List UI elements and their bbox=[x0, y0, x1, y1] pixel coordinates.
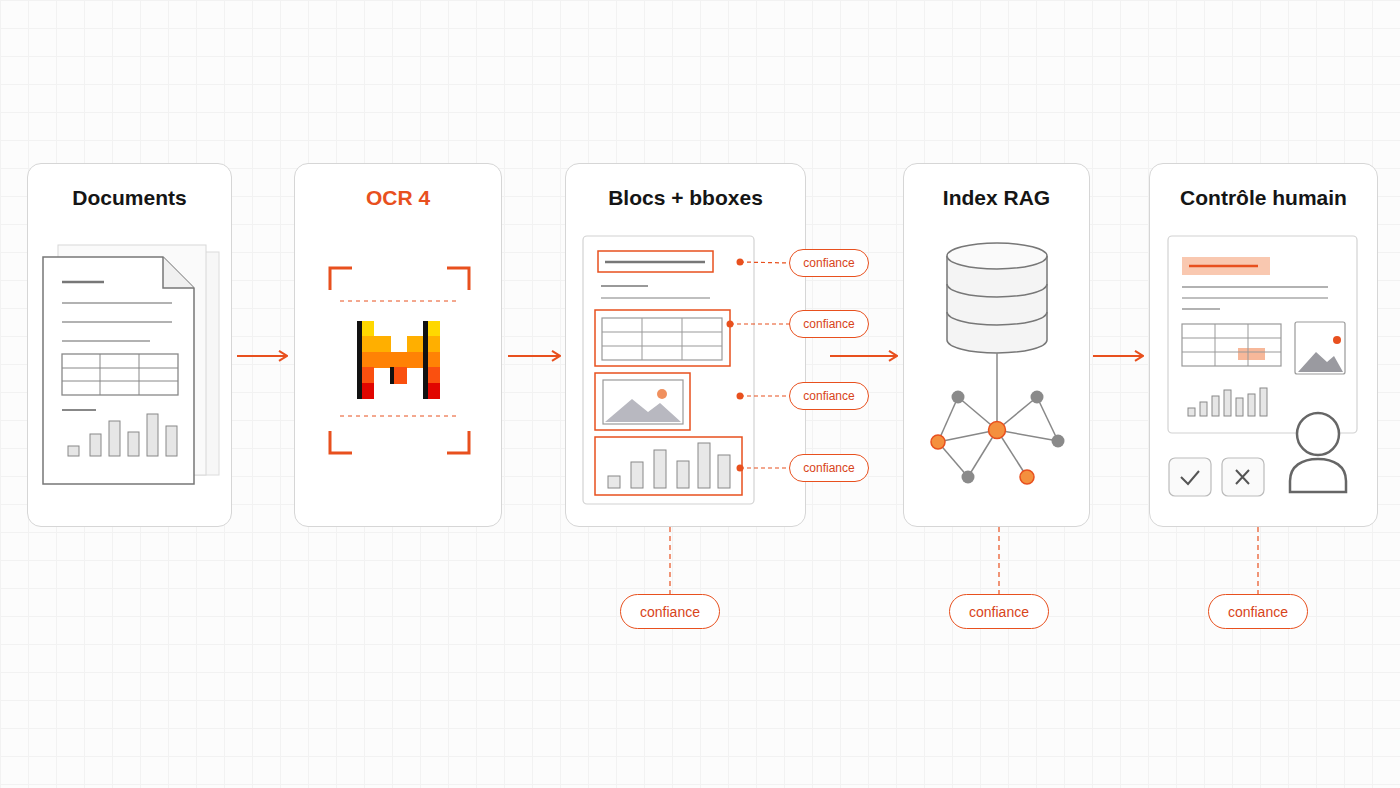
tag-label: confiance bbox=[969, 604, 1029, 620]
flow-arrow bbox=[237, 355, 287, 357]
stage-panel: Blocs + bboxes bbox=[565, 163, 806, 527]
confidence-tag: confiance bbox=[949, 594, 1049, 629]
dashed-connector bbox=[669, 527, 670, 594]
tag-label: confiance bbox=[1228, 604, 1288, 620]
confidence-tag: confiance bbox=[789, 454, 869, 482]
stage-panel: Contrôle humain bbox=[1149, 163, 1378, 527]
flow-arrow bbox=[830, 355, 897, 357]
confidence-tag: confiance bbox=[789, 382, 869, 410]
confidence-tag: confiance bbox=[620, 594, 720, 629]
flow-arrow bbox=[1093, 355, 1143, 357]
panel-title: Blocs + bboxes bbox=[566, 186, 805, 210]
tag-label: confiance bbox=[803, 317, 854, 331]
stage-panel: Index RAG bbox=[903, 163, 1090, 527]
panel-title: Contrôle humain bbox=[1150, 186, 1377, 210]
tag-label: confiance bbox=[803, 461, 854, 475]
dashed-connector bbox=[998, 527, 999, 594]
panel-title: OCR 4 bbox=[295, 186, 501, 210]
confidence-tag: confiance bbox=[789, 249, 869, 277]
dashed-connector bbox=[1257, 527, 1258, 594]
tag-label: confiance bbox=[803, 256, 854, 270]
confidence-tag: confiance bbox=[789, 310, 869, 338]
tag-label: confiance bbox=[640, 604, 700, 620]
panel-title: Documents bbox=[28, 186, 231, 210]
panel-title: Index RAG bbox=[904, 186, 1089, 210]
flow-arrow bbox=[508, 355, 560, 357]
stage-panel: Documents bbox=[27, 163, 232, 527]
tag-label: confiance bbox=[803, 389, 854, 403]
stage-panel: OCR 4 bbox=[294, 163, 502, 527]
confidence-tag: confiance bbox=[1208, 594, 1308, 629]
